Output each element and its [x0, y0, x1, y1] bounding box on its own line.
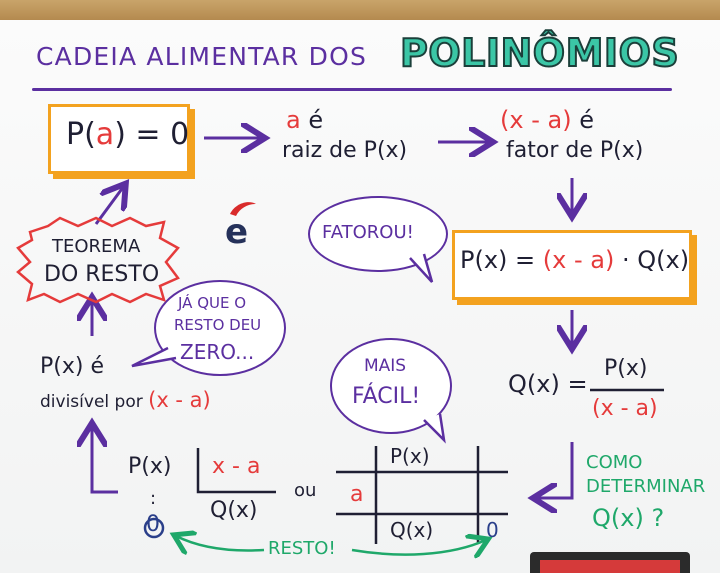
arrow-theorem-to-box	[94, 186, 124, 225]
arrow-como-to-grid	[536, 442, 574, 498]
divisible-text: divisível por	[40, 392, 143, 412]
bubble-facil-line2: FÁCIL!	[352, 384, 421, 409]
svg-text:e: e	[225, 212, 248, 246]
factor-xa: (x - a)	[500, 106, 572, 134]
root-e: é	[308, 106, 324, 134]
arrow-division-to-divisible	[92, 426, 118, 494]
eq-factorization: P(x) = (x - a) · Q(x)	[460, 248, 689, 272]
title-underline	[32, 88, 672, 91]
division-remainder-circle	[143, 517, 165, 539]
eq-quotient-den: (x - a)	[592, 396, 658, 421]
tail-ja-que	[131, 346, 177, 368]
division-divisor: x - a	[212, 454, 261, 479]
board-frame	[0, 0, 720, 20]
divisible-line2: divisível por (x - a)	[40, 390, 211, 411]
root-line2: raiz de P(x)	[282, 138, 408, 163]
brand-logo-icon: e	[225, 202, 256, 246]
bubble-ja-line3: ZERO...	[180, 340, 255, 364]
resto-label: RESTO!	[268, 538, 336, 559]
como-line3: Q(x) ?	[592, 504, 665, 532]
theorem-starburst	[16, 216, 180, 304]
briot-bottom: Q(x)	[390, 518, 434, 542]
division-bracket	[196, 448, 276, 494]
divisible-factor: (x - a)	[148, 388, 211, 412]
arrow-resto-left	[176, 536, 265, 550]
eraser-felt	[540, 560, 680, 573]
tail-fatorou	[409, 253, 434, 283]
title-text: CADEIA ALIMENTAR DOS	[36, 42, 368, 71]
eq-fact-right: · Q(x)	[621, 246, 690, 274]
eq-a: a	[95, 117, 115, 152]
briot-a: a	[350, 482, 364, 507]
division-quotient: Q(x)	[210, 498, 258, 523]
root-a: a	[286, 106, 301, 134]
bubble-ja-line2: RESTO DEU	[174, 316, 262, 334]
divisible-line1: P(x) é	[40, 354, 104, 379]
eq-fact-factor: (x - a)	[542, 246, 615, 274]
eq-fact-left: P(x) =	[460, 246, 536, 274]
arrow-resto-right	[351, 540, 486, 555]
tail-mais-facil	[423, 413, 446, 444]
factor-e: é	[579, 106, 594, 134]
division-dividend: P(x)	[128, 454, 172, 479]
division-dots: :	[150, 488, 157, 509]
eq-p-of-a: P(a) = 0	[66, 120, 189, 150]
theorem-line2: DO RESTO	[44, 262, 160, 287]
or-word: ou	[294, 480, 317, 501]
factor-line1: (x - a) é	[500, 108, 594, 132]
eq-quotient-num: P(x)	[604, 356, 648, 381]
eq-quotient-left: Q(x) =	[508, 370, 588, 398]
como-line1: COMO	[586, 452, 643, 473]
bubble-fatorou-text: FATOROU!	[322, 222, 414, 243]
briot-top: P(x)	[390, 444, 430, 468]
eq-rest: ) = 0	[114, 117, 190, 152]
bubble-ja-que	[154, 280, 286, 376]
root-line1: a é	[286, 108, 323, 132]
box-p-of-a	[48, 104, 190, 174]
factor-line2: fator de P(x)	[506, 138, 644, 163]
box-factorization	[452, 230, 692, 300]
bubble-facil-line1: MAIS	[364, 356, 407, 376]
bubble-ja-line1: JÁ QUE O	[178, 294, 247, 312]
eq-p-open: P(	[66, 117, 96, 152]
theorem-line1: TEOREMA	[52, 236, 141, 257]
title-highlight: POLINÔMIOS	[399, 31, 680, 75]
como-line2: DETERMINAR	[586, 476, 706, 497]
